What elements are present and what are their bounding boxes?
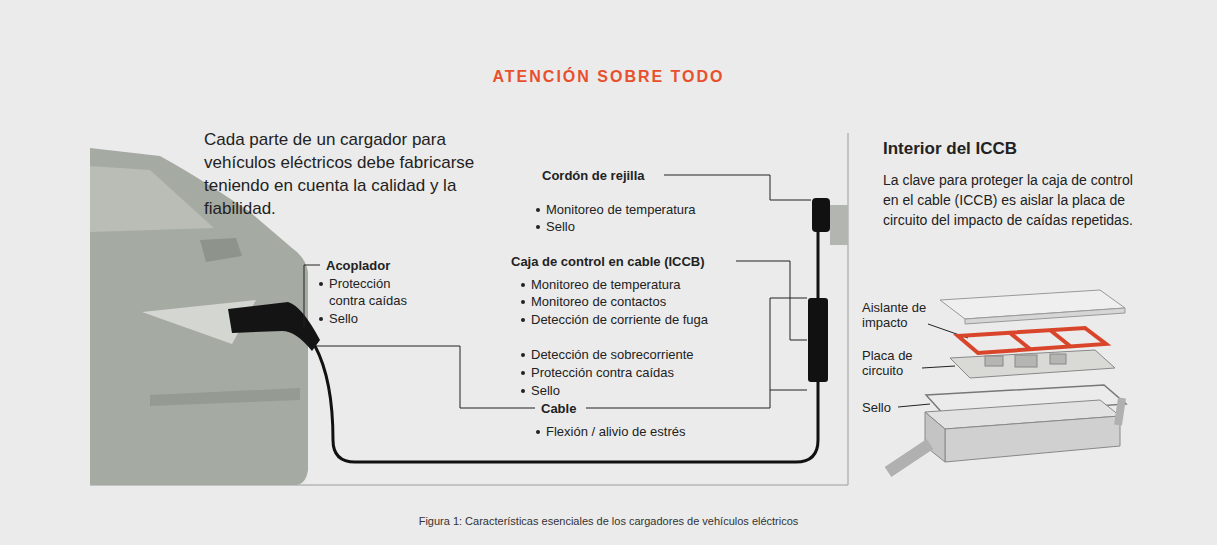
leader-line <box>898 404 930 407</box>
impact-insulator <box>958 328 1106 353</box>
leader-line <box>922 366 955 368</box>
leader-line <box>736 261 807 340</box>
feature-item: Protección contra caídas <box>318 275 429 309</box>
part-name: Acoplador <box>326 257 390 274</box>
leader-line <box>304 265 320 328</box>
panel-note: La clave para proteger la caja de contro… <box>883 170 1133 230</box>
leader-line <box>664 175 811 200</box>
car-mirror <box>200 238 242 262</box>
insulator-frame <box>958 328 1106 353</box>
car-intake <box>150 388 300 406</box>
part-name: Aislante de impacto <box>862 300 934 330</box>
leader-lines <box>304 175 968 408</box>
part-name: Sello <box>862 400 891 415</box>
feature-item: Protección contra caídas <box>520 364 674 381</box>
feature-item: Sello <box>535 218 575 235</box>
board-components <box>985 354 1066 367</box>
car-window <box>90 166 214 232</box>
circuit-board <box>950 350 1115 378</box>
component <box>985 356 1003 366</box>
feature-item: Monitoreo de contactos <box>520 293 666 310</box>
grid-cord <box>817 232 820 300</box>
base-cable-right <box>1118 398 1122 425</box>
feature-item: Sello <box>520 382 560 399</box>
base-side <box>925 412 945 462</box>
component <box>1050 354 1066 364</box>
feature-item: Detección de corriente de fuga <box>520 311 736 328</box>
charging-cable <box>315 346 818 462</box>
figure-caption: Figura 1: Características esenciales de … <box>0 515 1217 527</box>
base-cable-left <box>888 444 930 472</box>
figure-title: ATENCIÓN SOBRE TODO <box>0 68 1217 86</box>
iccb-box <box>808 298 828 382</box>
leader-line <box>316 346 535 408</box>
part-name: Cordón de rejilla <box>542 167 645 184</box>
panel-heading: Interior del ICCB <box>883 138 1017 160</box>
feature-item: Sello <box>318 310 358 327</box>
feature-item: Detección de sobrecorriente <box>520 346 694 363</box>
feature-item: Monitoreo de temperatura <box>535 201 696 218</box>
leader-line <box>770 390 807 391</box>
part-name: Cable <box>541 400 576 417</box>
iccb-lid-edge <box>965 308 1125 324</box>
wall-outlet <box>830 205 848 245</box>
grid-plug <box>812 198 830 232</box>
part-name: Caja de control en cable (ICCB) <box>511 253 705 270</box>
component <box>1015 355 1037 367</box>
base-front <box>945 416 1120 462</box>
wall-line <box>848 133 849 485</box>
iccb-exploded <box>888 290 1126 472</box>
feature-item: Monitoreo de temperatura <box>520 276 681 293</box>
intro-note: Cada parte de un cargador para vehículos… <box>204 128 494 220</box>
part-name: Placa de circuito <box>862 348 934 378</box>
coupler <box>228 302 320 351</box>
insulator-bars <box>1010 330 1070 349</box>
feature-item: Flexión / alivio de estrés <box>535 423 685 440</box>
